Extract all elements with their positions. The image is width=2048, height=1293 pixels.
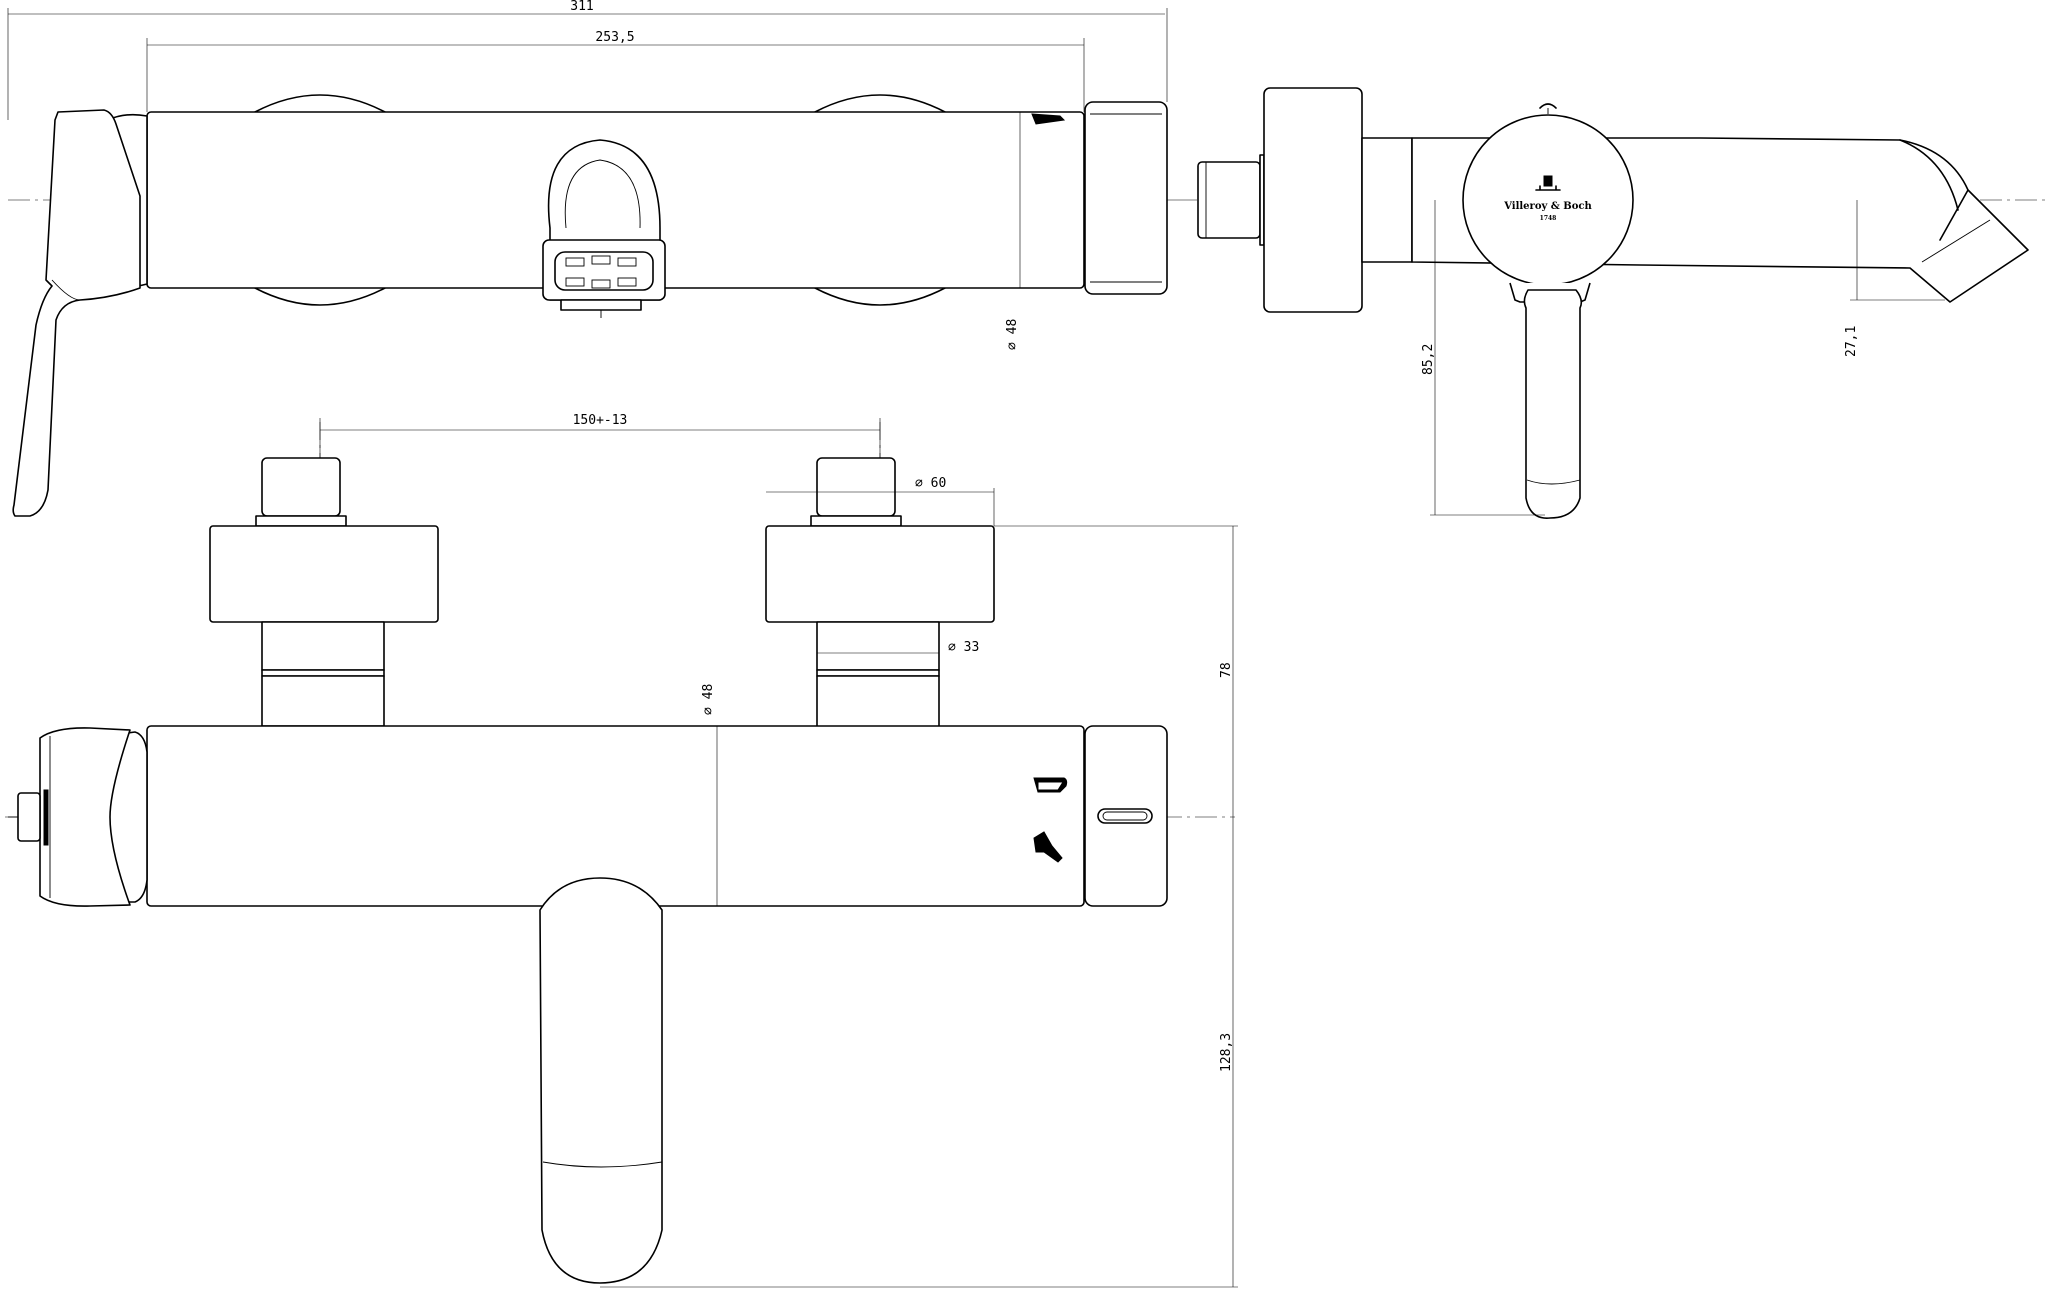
- side-view-neck: [1361, 137, 1413, 263]
- side-view: Villeroy & Boch 1748 85,2 27,1: [1175, 87, 2045, 519]
- front-view-thermostat-cap: [1084, 725, 1168, 907]
- front-view-lever: [539, 877, 663, 1284]
- svg-text:∅ 48: ∅ 48: [1005, 319, 1020, 350]
- front-view-left-inlet: [209, 457, 439, 727]
- front-view-left-knob: [8, 727, 148, 907]
- top-view-lever: [12, 109, 148, 517]
- svg-text:1748: 1748: [1540, 215, 1557, 222]
- svg-text:27,1: 27,1: [1844, 326, 1859, 357]
- svg-text:∅ 48: ∅ 48: [701, 684, 716, 715]
- dim-body-diameter-front: ∅ 48: [701, 684, 718, 906]
- dim-flange-diameter: ∅ 60: [766, 476, 995, 526]
- dim-spout-height: 27,1: [1844, 200, 1945, 357]
- top-view: 311 253,5 ∅ 48: [7, 0, 1175, 517]
- front-view-bath-icon: [1033, 777, 1068, 793]
- top-view-thermostat-cap: [1084, 101, 1168, 295]
- top-view-shower-icon: [1031, 113, 1066, 125]
- side-view-wall-flange: [1263, 87, 1363, 313]
- svg-text:85,2: 85,2: [1421, 344, 1436, 375]
- dim-inlet-height: 78: [994, 525, 1238, 817]
- front-view-shower-icon: [1033, 831, 1063, 863]
- dim-connector-diameter: ∅ 33: [817, 640, 979, 655]
- brand-logo: Villeroy & Boch 1748: [1503, 175, 1593, 222]
- top-view-mounting-discs: [254, 94, 946, 306]
- svg-text:311: 311: [570, 0, 593, 14]
- dim-body-diameter-top: ∅ 48: [1005, 112, 1021, 350]
- svg-text:∅ 33: ∅ 33: [948, 640, 979, 655]
- svg-text:128,3: 128,3: [1219, 1033, 1234, 1072]
- side-view-handle-circle: [1462, 114, 1634, 286]
- dim-overall-length: 311: [7, 0, 1168, 120]
- front-view-right-inlet: [765, 457, 995, 749]
- top-view-spout-boss: [542, 139, 666, 318]
- svg-text:150+-13: 150+-13: [573, 413, 628, 428]
- dim-lever-length: 128,3: [600, 817, 1238, 1288]
- side-view-lever: [1509, 282, 1591, 519]
- svg-text:78: 78: [1219, 662, 1234, 678]
- side-view-inlet-connector: [1197, 154, 1265, 246]
- dim-body-length: 253,5: [146, 30, 1085, 112]
- dim-lever-height: 85,2: [1421, 200, 1545, 516]
- front-view: 150+-13 ∅ 60 ∅ 33 ∅ 48 78 128,3: [5, 413, 1238, 1288]
- dim-centers: 150+-13: [319, 413, 881, 458]
- svg-text:253,5: 253,5: [595, 30, 634, 45]
- svg-text:Villeroy & Boch: Villeroy & Boch: [1503, 201, 1592, 212]
- svg-text:∅ 60: ∅ 60: [915, 476, 946, 491]
- front-view-indicator-slot: [1097, 808, 1153, 824]
